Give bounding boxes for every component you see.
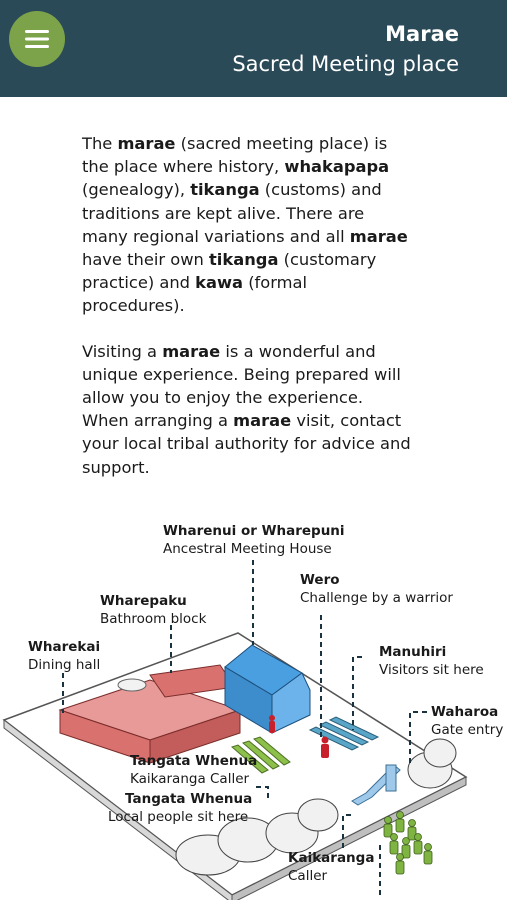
intro-text: The marae (sacred meeting place) is the … — [82, 132, 412, 501]
bold-term: kawa — [195, 273, 244, 293]
marae-illustration — [2, 560, 468, 900]
bushes — [175, 738, 457, 876]
bold-term: tikanga — [190, 180, 260, 200]
fence-left — [3, 718, 233, 900]
text-run: is a wonderful and unique experience. Be… — [82, 341, 401, 431]
bold-term: whakapapa — [284, 157, 390, 177]
bold-term: marae — [349, 226, 408, 246]
hamburger-menu-icon — [25, 30, 49, 48]
label-manuhiri: Manuhiri Visitors sit here — [379, 644, 484, 678]
label-wharenui: Wharenui or Wharepuni Ancestral Meeting … — [163, 523, 345, 557]
text-run: (customs) and traditions are kept alive.… — [82, 180, 382, 246]
text-run: (genealogy), — [82, 180, 191, 200]
text-run: (formal procedures). — [82, 273, 308, 316]
label-wero: Wero Challenge by a warrior — [300, 572, 453, 606]
wharenui-building — [224, 644, 311, 734]
label-kaikaranga: Kaikaranga Caller — [288, 850, 375, 884]
page-subtitle: Sacred Meeting place — [232, 52, 459, 76]
label-wharekai: Wharekai Dining hall — [28, 639, 101, 673]
app-header: Marae Sacred Meeting place — [0, 0, 507, 97]
text-run: have their own — [82, 250, 210, 270]
menu-button[interactable] — [9, 11, 65, 67]
waharoa-gate — [351, 764, 401, 806]
bold-term: marae — [162, 341, 221, 361]
page-title: Marae — [385, 22, 459, 46]
text-run: (customary practice) and — [82, 250, 377, 293]
label-tangata-whenua-local: Tangata Whenua Local people sit here — [108, 791, 253, 825]
label-wharepaku: Wharepaku Bathroom block — [100, 593, 207, 627]
text-run: visit, contact your local tribal authori… — [82, 411, 411, 477]
intro-paragraph-1: The marae (sacred meeting place) is the … — [82, 132, 412, 318]
intro-paragraph-2: Visiting a marae is a wonderful and uniq… — [82, 340, 412, 479]
leader-lines — [62, 560, 427, 898]
text-run: Visiting a — [82, 341, 163, 361]
text-run: (sacred meeting place) is the place wher… — [82, 134, 388, 177]
bold-term: marae — [117, 134, 176, 153]
wharekai-building — [58, 664, 242, 764]
label-tangata-whenua-caller: Tangata Whenua Kaikaranga Caller — [130, 753, 258, 787]
tangata-whenua-figures — [269, 715, 329, 758]
bold-term: marae — [233, 411, 292, 431]
tangata-whenua-seats — [231, 736, 291, 774]
text-run: The — [82, 134, 118, 153]
label-waharoa: Waharoa Gate entry — [431, 704, 504, 738]
marae-diagram: Wharenui or Wharepuni Ancestral Meeting … — [0, 515, 507, 900]
bold-term: tikanga — [209, 250, 279, 270]
visitor-figures — [383, 811, 433, 875]
